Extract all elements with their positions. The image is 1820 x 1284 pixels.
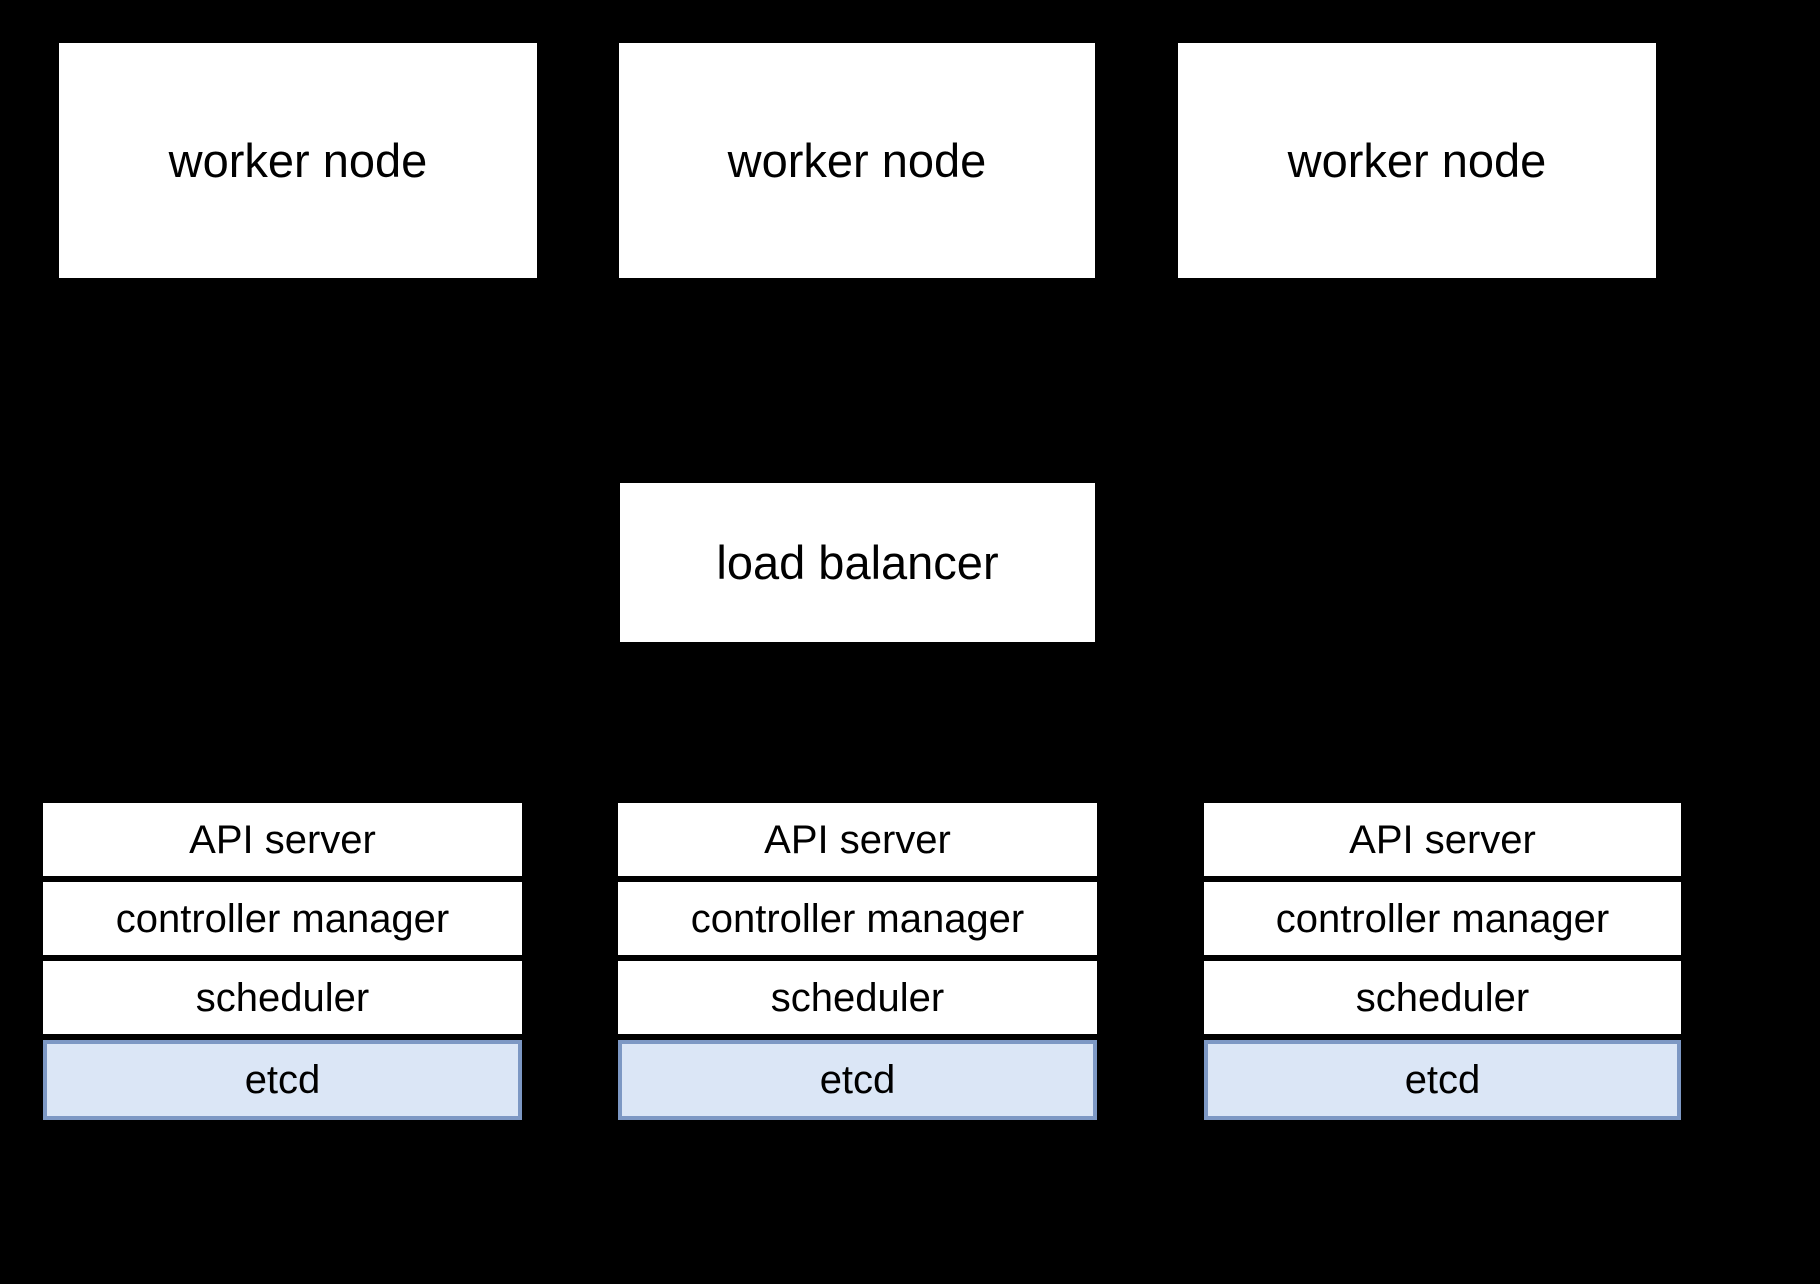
scheduler-row: scheduler xyxy=(1204,961,1681,1034)
api-server-row: API server xyxy=(618,803,1097,876)
scheduler-label: scheduler xyxy=(1355,975,1530,1020)
controller-manager-label: controller manager xyxy=(690,896,1025,941)
controller-manager-label: controller manager xyxy=(115,896,450,941)
control-plane-stack-1: API server controller manager scheduler … xyxy=(43,803,522,1120)
controller-manager-row: controller manager xyxy=(618,882,1097,955)
etcd-label: etcd xyxy=(244,1058,321,1102)
controller-manager-label: controller manager xyxy=(1275,896,1610,941)
etcd-row: etcd xyxy=(1204,1040,1681,1120)
api-server-label: API server xyxy=(189,817,376,862)
api-server-row: API server xyxy=(43,803,522,876)
scheduler-row: scheduler xyxy=(43,961,522,1034)
etcd-row: etcd xyxy=(43,1040,522,1120)
worker-node-label-2: worker node xyxy=(727,134,987,187)
scheduler-label: scheduler xyxy=(195,975,370,1020)
etcd-row: etcd xyxy=(618,1040,1097,1120)
api-server-label: API server xyxy=(1349,817,1536,862)
load-balancer-box: load balancer xyxy=(620,483,1095,642)
api-server-label: API server xyxy=(764,817,951,862)
control-plane-stack-3: API server controller manager scheduler … xyxy=(1204,803,1681,1120)
worker-node-label-1: worker node xyxy=(168,134,428,187)
etcd-label: etcd xyxy=(1404,1058,1481,1102)
controller-manager-row: controller manager xyxy=(1204,882,1681,955)
api-server-row: API server xyxy=(1204,803,1681,876)
worker-node-box-1: worker node xyxy=(59,43,537,278)
worker-node-box-3: worker node xyxy=(1178,43,1656,278)
worker-node-label-3: worker node xyxy=(1287,134,1547,187)
scheduler-row: scheduler xyxy=(618,961,1097,1034)
scheduler-label: scheduler xyxy=(770,975,945,1020)
worker-node-box-2: worker node xyxy=(619,43,1095,278)
load-balancer-label: load balancer xyxy=(716,536,999,589)
controller-manager-row: controller manager xyxy=(43,882,522,955)
control-plane-stack-2: API server controller manager scheduler … xyxy=(618,803,1097,1120)
etcd-label: etcd xyxy=(819,1058,896,1102)
